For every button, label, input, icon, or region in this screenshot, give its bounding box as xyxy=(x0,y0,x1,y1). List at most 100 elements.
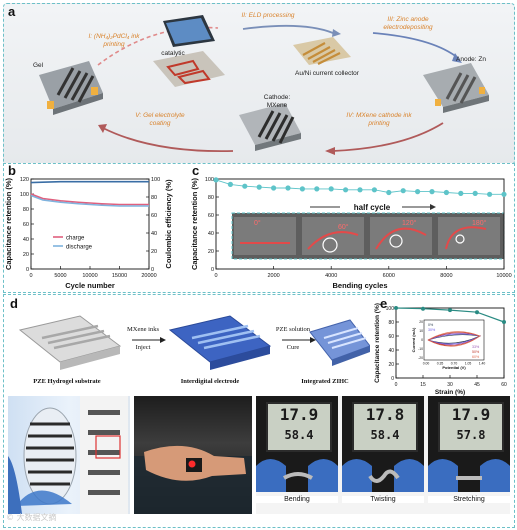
x-axis-label: Strain (%) xyxy=(435,389,465,396)
y-tick-label: 60 xyxy=(208,213,214,219)
data-point xyxy=(328,186,334,192)
caption-zihc: Integrated ZIHC xyxy=(301,378,349,385)
inset-x-tick: 0.00 xyxy=(423,362,430,366)
data-point xyxy=(429,189,435,195)
plot-frame xyxy=(215,178,505,270)
half-cycle-annotation: half cycle xyxy=(310,203,436,212)
y-tick-label: 20 xyxy=(388,362,394,368)
x-tick-label: 0 xyxy=(29,273,32,279)
y-axis-label: Capacitance retention (%) xyxy=(4,177,13,270)
y2-tick-label: 60 xyxy=(151,213,157,219)
series-line-0 xyxy=(30,193,149,206)
lcd-stretching-sub: 57.8 xyxy=(456,428,486,442)
collector-label: Au/Ni current collector xyxy=(295,70,359,77)
x-tick-label: 15 xyxy=(420,382,426,388)
inset-legend-bottom: 33% xyxy=(472,345,480,349)
caption-electrode: Interdigital electrode xyxy=(180,378,240,385)
data-point xyxy=(394,306,398,310)
label-stretching: Stretching xyxy=(428,496,510,503)
x-tick-label: 5000 xyxy=(54,273,66,279)
label-bending: Bending xyxy=(256,496,338,503)
plot-frame xyxy=(30,178,150,270)
inset-y-label: Current (mA) xyxy=(411,327,416,352)
data-point xyxy=(415,189,421,195)
panel-g-photo xyxy=(134,396,252,514)
panel-label-c: c xyxy=(192,163,200,178)
panel-f-photo xyxy=(8,396,130,514)
watermark: © 大数据文摘 xyxy=(6,513,57,522)
legend-label-charge: charge xyxy=(66,236,85,242)
x-tick-label: 45 xyxy=(474,382,480,388)
y2-tick-label: 80 xyxy=(151,195,157,201)
inset-legend-bottom: 50% xyxy=(472,350,480,354)
data-point xyxy=(502,320,506,324)
device-collector xyxy=(293,37,351,65)
data-point xyxy=(472,190,478,196)
arrow2-bottom-text: Cure xyxy=(286,344,300,351)
inset-y-tick: 20 xyxy=(419,320,423,324)
y2-axis-label: Coulombic efficiency (%) xyxy=(164,179,173,269)
panel-a-schematic xyxy=(39,15,489,155)
series-line-1 xyxy=(30,194,149,207)
y-axis-label: Capacitance retention (%) xyxy=(190,177,199,270)
device-anode xyxy=(423,63,489,113)
inset-y-tick: -10 xyxy=(418,347,423,351)
arrow-step-4 xyxy=(332,122,444,152)
y-axis-label: Capacitance retention (%) xyxy=(374,303,381,383)
panel-label-a: a xyxy=(8,4,16,19)
y-tick-label: 60 xyxy=(23,222,29,228)
x-tick-label: 10000 xyxy=(82,273,97,279)
data-point xyxy=(448,308,452,313)
step-2-label: II: ELD processing xyxy=(241,12,295,19)
inset-y-tick: -20 xyxy=(418,356,423,360)
lcd-twisting-reading: 17.8 xyxy=(365,405,405,424)
legend-label-discharge: discharge xyxy=(66,245,93,251)
x-tick-label: 0 xyxy=(214,273,217,279)
data-point xyxy=(371,187,377,193)
lcd-stretching-reading: 17.9 xyxy=(451,405,491,424)
inset-x-label: Potential (V) xyxy=(442,365,466,370)
y-tick-label: 120 xyxy=(20,177,29,183)
x-axis-label: Cycle number xyxy=(65,281,115,290)
y-tick-label: 40 xyxy=(208,231,214,237)
data-point xyxy=(299,186,305,192)
y-tick-label: 60 xyxy=(388,334,394,340)
data-point xyxy=(501,191,507,197)
arrow1-top-text: MXene inks xyxy=(127,326,159,333)
lcd-bending: 17.9 58.4 xyxy=(266,402,332,452)
inset-x-tick: 0.70 xyxy=(451,362,458,366)
device-gel xyxy=(39,61,103,115)
pze-substrate xyxy=(18,315,122,370)
device-cathode xyxy=(239,103,301,151)
y-tick-label: 100 xyxy=(20,192,29,198)
panel-d-schematic xyxy=(18,315,370,370)
data-point xyxy=(343,187,349,193)
lcd-twisting: 17.8 58.4 xyxy=(352,402,418,452)
panel-label-d: d xyxy=(10,296,18,311)
y-tick-label: 80 xyxy=(23,207,29,213)
interdigital-electrode xyxy=(168,315,272,370)
x-tick-label: 60 xyxy=(501,382,507,388)
gel-label: Gel xyxy=(32,62,44,69)
data-point xyxy=(271,185,277,191)
data-point xyxy=(314,186,320,192)
angle-120-label: 120° xyxy=(402,219,417,227)
inset-legend-bottom: 60% xyxy=(472,355,480,359)
caption-substrate: PZE Hydrogel substrate xyxy=(33,378,101,385)
data-point xyxy=(443,189,449,196)
x-tick-label: 0 xyxy=(395,382,398,388)
lcd-twisting-sub: 58.4 xyxy=(370,428,400,442)
inset-cv-loop xyxy=(427,331,481,347)
cathode-label: Cathode: MXene xyxy=(263,94,291,109)
device-catalytic xyxy=(153,51,225,87)
y-tick-label: 0 xyxy=(211,267,214,273)
x-tick-label: 2000 xyxy=(267,273,279,279)
y-tick-label: 20 xyxy=(23,252,29,258)
inset-y-tick: 0 xyxy=(421,338,423,342)
inset-x-tick: 0.35 xyxy=(437,362,444,366)
inset-x-tick: 1.40 xyxy=(479,362,486,366)
data-point xyxy=(227,181,233,187)
bending-photo-strip xyxy=(231,212,505,260)
arrow-step-3 xyxy=(372,32,459,59)
y-tick-label: 100 xyxy=(205,177,214,183)
